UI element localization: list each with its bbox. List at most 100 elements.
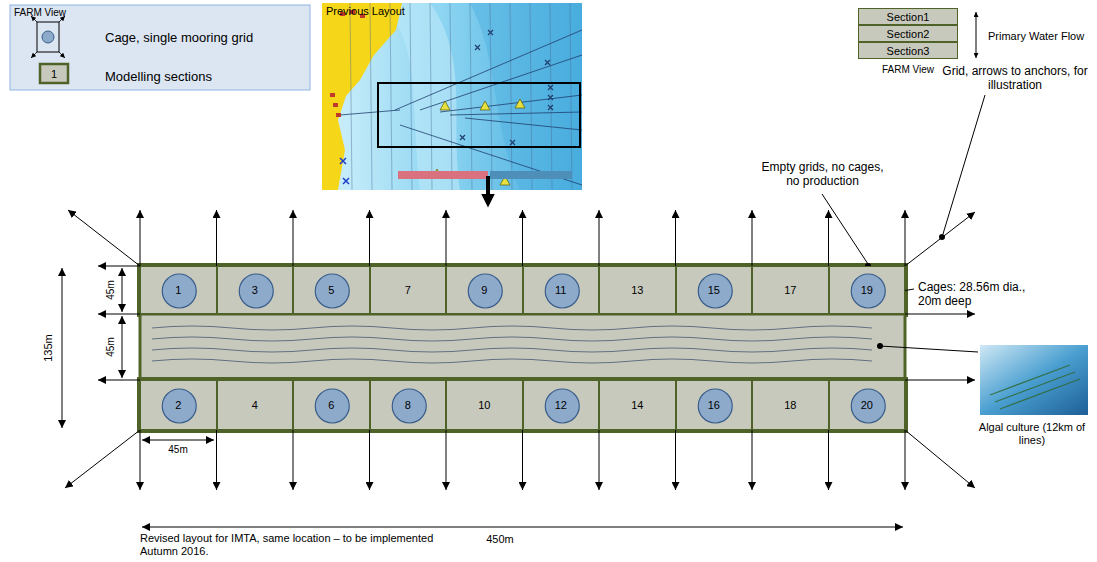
- anchor-arrow: [599, 430, 600, 490]
- cage-circle: [315, 274, 349, 308]
- anchor-arrow: [293, 210, 294, 266]
- grid-cell: 8: [370, 380, 447, 430]
- cell-number: 8: [405, 399, 411, 411]
- dimension-line: [122, 268, 123, 312]
- grid-cell: 1: [140, 266, 217, 314]
- cell-number: 2: [175, 399, 181, 411]
- dimension-label: 450m: [486, 533, 514, 546]
- cage-circle: [545, 389, 579, 423]
- cell-number: 17: [784, 284, 796, 296]
- anchor-arrow: [905, 380, 975, 381]
- callout-note: Grid, arrows to anchors, for illustratio…: [940, 64, 1090, 92]
- anchor-arrow: [140, 430, 141, 490]
- cage-circle: [468, 274, 502, 308]
- callout-note: Empty grids, no cages, no production: [755, 160, 890, 188]
- grid-cell: 9: [446, 266, 523, 314]
- previous-layout-map: [322, 3, 582, 190]
- cell-number: 18: [784, 399, 796, 411]
- legend-entry: Cage, single mooring grid: [105, 28, 253, 47]
- anchor-arrow: [65, 430, 140, 488]
- anchor-arrow: [522, 210, 523, 266]
- grid-cell: 17: [752, 266, 829, 314]
- anchor-arrow: [446, 430, 447, 490]
- cell-number: 12: [555, 399, 567, 411]
- cell-number: 5: [328, 284, 334, 296]
- grid-cell: 2: [140, 380, 217, 430]
- section-label: Section1: [887, 11, 930, 23]
- cell-number: 10: [478, 399, 490, 411]
- anchor-arrow: [216, 210, 217, 266]
- grid-cell: 15: [676, 266, 753, 314]
- panel-title: FARM View: [14, 7, 66, 19]
- grid-cell: 13: [599, 266, 676, 314]
- callout-note: Algal culture (12km of lines): [970, 421, 1094, 447]
- section-box: Section3: [858, 42, 958, 59]
- anchor-arrow: [828, 430, 829, 490]
- cell-number: 20: [861, 399, 873, 411]
- grid-cell: 16: [676, 380, 753, 430]
- anchor-arrow: [293, 430, 294, 490]
- dimension-label: 135m: [42, 334, 55, 362]
- grid-cell: 19: [829, 266, 906, 314]
- section-label: Section2: [887, 28, 930, 40]
- anchor-arrow: [905, 212, 975, 266]
- anchor-arrow: [675, 210, 676, 266]
- legend-text: Cage, single mooring grid: [105, 30, 253, 45]
- dimension-line: [142, 527, 903, 528]
- anchor-arrow: [369, 430, 370, 490]
- section-box: Section1: [858, 8, 958, 25]
- cell-number: 4: [252, 399, 258, 411]
- legend-text: Modelling sections: [105, 69, 212, 84]
- anchor-arrow: [905, 210, 906, 266]
- anchor-arrow: [522, 430, 523, 490]
- map-title: Previous Layout: [326, 5, 405, 18]
- anchor-arrow: [905, 314, 975, 315]
- grid-cell: 20: [829, 380, 906, 430]
- anchor-arrow: [369, 210, 370, 266]
- cell-number: 11: [555, 284, 566, 296]
- cage-circle: [851, 389, 885, 423]
- flow-note: Primary Water Flow: [988, 30, 1084, 43]
- grid-cell: 4: [217, 380, 294, 430]
- grid-cell: 14: [599, 380, 676, 430]
- dimension-label: 45m: [105, 337, 117, 356]
- section-box: Section2: [858, 25, 958, 42]
- legend-entry: Modelling sections: [105, 67, 212, 86]
- dimension-line: [142, 440, 214, 441]
- grid-cell: 6: [293, 380, 370, 430]
- anchor-arrow: [752, 430, 753, 490]
- anchor-arrow: [828, 210, 829, 266]
- cage-circle: [851, 274, 885, 308]
- anchor-arrow: [905, 430, 975, 488]
- layout-note: Revised layout for IMTA, same location –…: [140, 532, 460, 558]
- cage-circle: [698, 274, 732, 308]
- cell-number: 19: [861, 284, 873, 296]
- grid-cell: 5: [293, 266, 370, 314]
- dimension-line: [62, 268, 63, 428]
- algal-culture-picture: [980, 345, 1088, 415]
- cell-number: 15: [708, 284, 720, 296]
- grid-cell: 7: [370, 266, 447, 314]
- cage-circle: [162, 389, 196, 423]
- cell-number: 9: [481, 284, 487, 296]
- legend-sample-number: 1: [51, 67, 57, 80]
- cell-number: 14: [631, 399, 643, 411]
- grid-cell: 3: [217, 266, 294, 314]
- grid-cell: 18: [752, 380, 829, 430]
- legend-panel: [10, 5, 310, 90]
- anchor-arrow: [752, 210, 753, 266]
- anchor-arrow: [98, 314, 140, 315]
- anchor-arrow: [216, 430, 217, 490]
- cage-circle: [315, 389, 349, 423]
- cell-number: 6: [328, 399, 334, 411]
- anchor-arrow: [68, 210, 140, 266]
- cage-circle: [698, 389, 732, 423]
- anchor-arrow: [98, 266, 140, 267]
- cage-circle: [162, 274, 196, 308]
- dimension-label: 45m: [105, 280, 117, 299]
- callout-note: Cages: 28.56m dia., 20m deep: [918, 280, 1043, 308]
- anchor-arrow: [140, 210, 141, 266]
- anchor-arrow: [905, 430, 906, 490]
- flow-arrow: [976, 12, 977, 58]
- panel-title: FARM View: [882, 64, 934, 76]
